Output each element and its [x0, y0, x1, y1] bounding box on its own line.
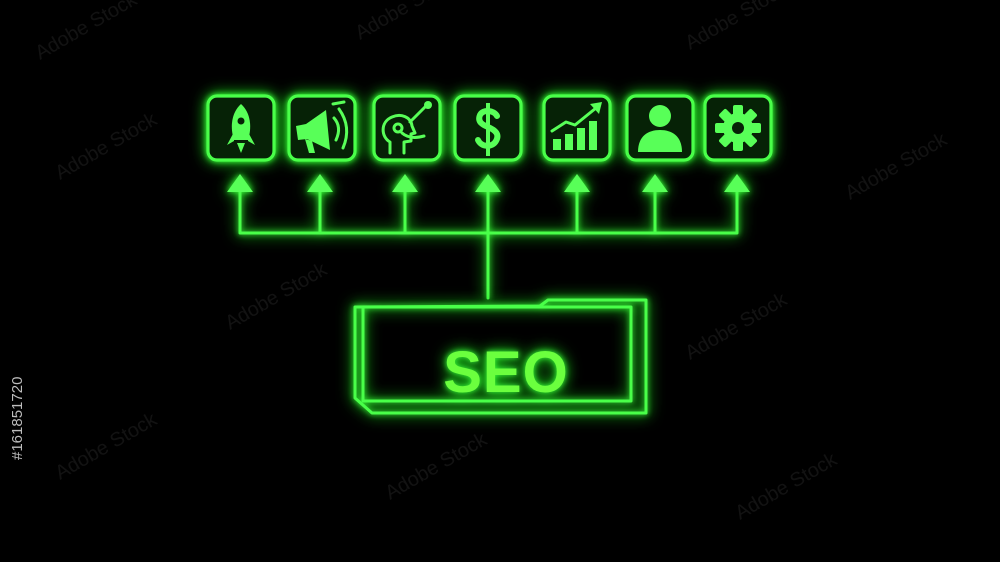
arrowheads [227, 174, 750, 192]
dollar-icon [475, 103, 501, 156]
megaphone-icon [296, 100, 349, 153]
watermark-text: Adobe Stock [682, 0, 792, 54]
connector-tree [227, 174, 750, 300]
watermark-text: Adobe Stock [842, 128, 952, 204]
rocket-node [206, 94, 276, 162]
arrow-up-icon [564, 174, 590, 192]
seo-label: SEO [443, 340, 569, 405]
user-icon [638, 105, 682, 152]
gear-icon [715, 105, 761, 151]
megaphone-node [287, 94, 357, 162]
watermark-layer: Adobe Stock Adobe Stock Adobe Stock Adob… [9, 0, 952, 524]
icon-row [206, 94, 773, 162]
seo-panel: SEO [353, 298, 648, 415]
watermark-text: Adobe Stock [222, 258, 332, 334]
watermark-text: Adobe Stock [52, 108, 162, 184]
gear-node [703, 94, 773, 162]
watermark-text: Adobe Stock [382, 428, 492, 504]
watermark-text: Adobe Stock [682, 288, 792, 364]
growth-chart-node [542, 94, 612, 162]
watermark-text: Adobe Stock [52, 408, 162, 484]
head-gears-node [372, 94, 442, 162]
arrow-up-icon [392, 174, 418, 192]
stock-image-id: #161851720 [9, 377, 26, 460]
watermark-text: Adobe Stock [352, 0, 462, 44]
arrow-up-icon [227, 174, 253, 192]
arrow-up-icon [642, 174, 668, 192]
watermark-text: Adobe Stock [732, 448, 842, 524]
dollar-node [453, 94, 523, 162]
user-node [625, 94, 695, 162]
seo-panel-inner-frame [361, 305, 633, 403]
connector-lines [238, 188, 739, 300]
growth-chart-icon [550, 102, 602, 150]
arrow-up-icon [724, 174, 750, 192]
head-gears-icon [381, 101, 432, 155]
arrow-up-icon [475, 174, 501, 192]
arrow-up-icon [307, 174, 333, 192]
seo-panel-outer-frame [353, 298, 648, 415]
rocket-icon [227, 104, 255, 153]
watermark-text: Adobe Stock [32, 0, 142, 64]
